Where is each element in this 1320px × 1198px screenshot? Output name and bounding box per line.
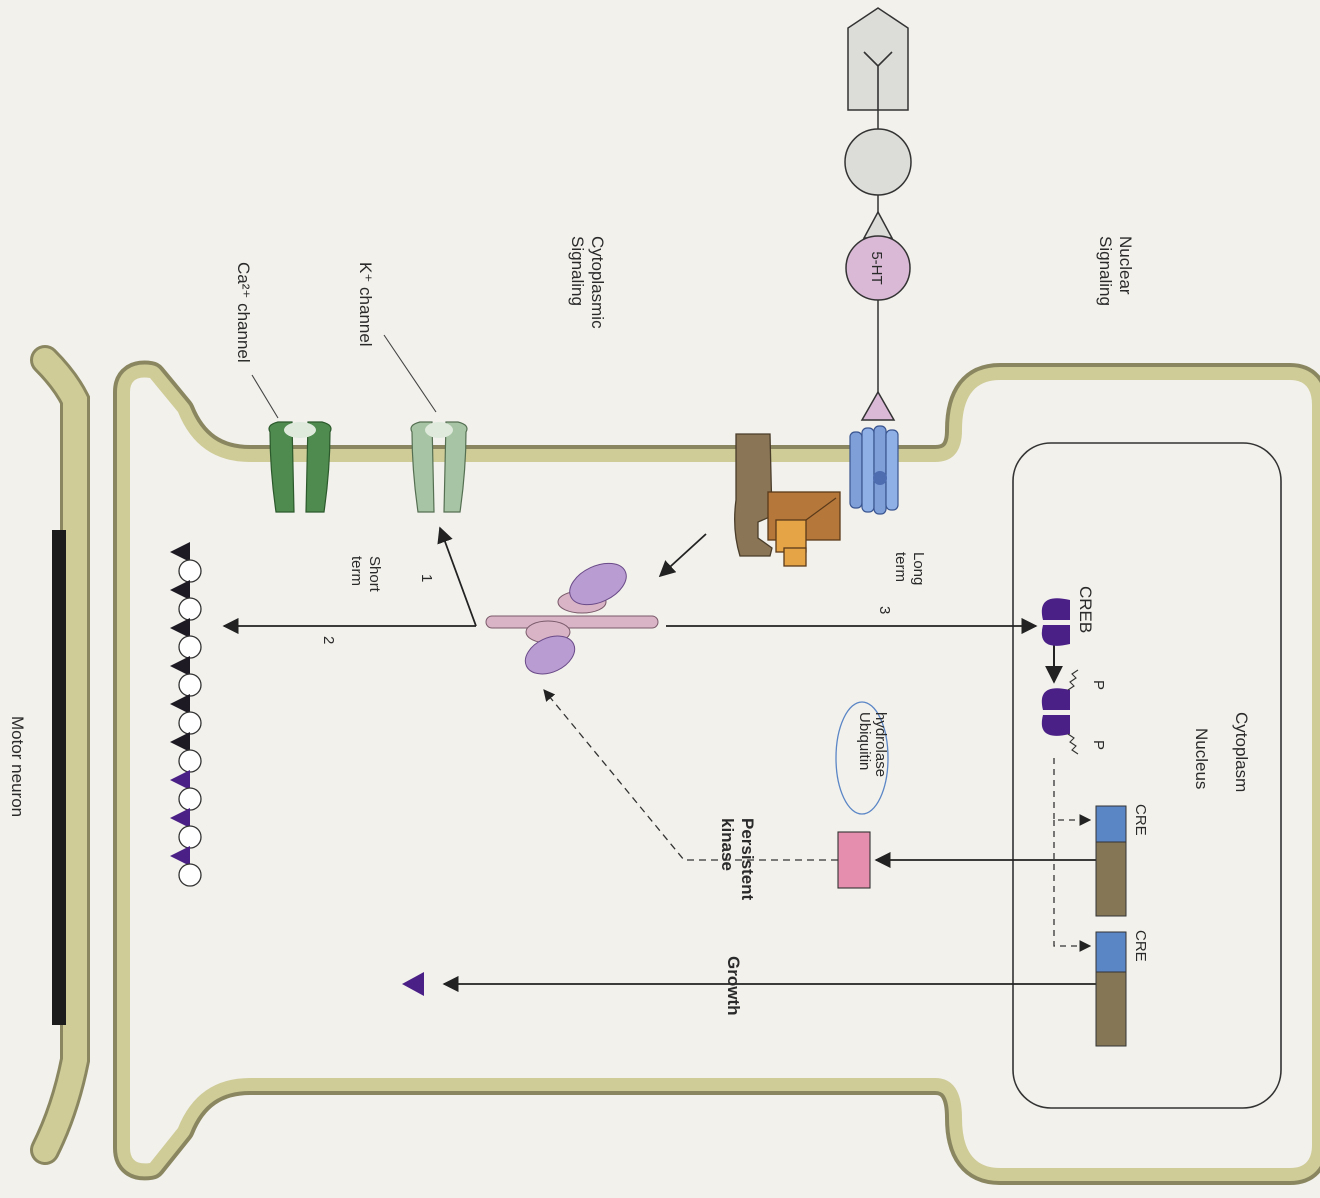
cre-label-2: CRE	[1132, 930, 1149, 962]
long-term-label: Longterm	[892, 552, 927, 585]
cytoplasmic-signaling-label: CytoplasmicSignaling	[568, 236, 607, 329]
synaptic-vesicle	[179, 750, 201, 772]
synaptic-vesicle	[179, 788, 201, 810]
synaptic-vesicle	[179, 864, 201, 886]
k-channel-label: K⁺ channel	[356, 262, 375, 347]
cytoplasm-label: Cytoplasm	[1232, 712, 1251, 792]
serotonin-receptor	[850, 426, 898, 514]
k-channel-leader	[384, 335, 436, 412]
phospho-label-2: P	[1090, 740, 1107, 750]
nucleus-label: Nucleus	[1192, 728, 1211, 789]
ca-channel-label: Ca²⁺ channel	[234, 262, 253, 363]
facilitating-interneuron	[845, 8, 911, 420]
path-1-label: 1	[418, 574, 435, 582]
persistent-kinase-box	[838, 832, 870, 888]
cre-label-1: CRE	[1132, 804, 1149, 836]
ubiquitin-hydrolase-label: Ubiquitinhydrolase	[856, 712, 889, 777]
synaptic-vesicle	[179, 674, 201, 696]
gene-cre-1	[1096, 806, 1126, 916]
five-ht-label: 5-HT	[868, 251, 885, 284]
nuclear-signaling-label: NuclearSignaling	[1096, 236, 1135, 306]
synaptic-vesicle	[179, 826, 201, 848]
path-3-label: 3	[876, 606, 893, 614]
growth-label: Growth	[724, 956, 743, 1016]
motor-neuron-membrane	[45, 360, 75, 1150]
postsynaptic-density	[52, 530, 66, 1025]
synaptic-vesicle	[179, 636, 201, 658]
phospho-label-1: P	[1090, 680, 1107, 690]
motor-neuron-label: Motor neuron	[8, 716, 27, 817]
creb-label: CREB	[1076, 586, 1095, 633]
synaptic-vesicle	[179, 598, 201, 620]
serotonin-release-triangle	[862, 392, 894, 420]
synaptic-vesicle	[179, 560, 201, 582]
gene-cre-2	[1096, 932, 1126, 1046]
ca-channel-leader	[252, 375, 278, 418]
synaptic-vesicle	[179, 712, 201, 734]
path-2-label: 2	[320, 636, 337, 644]
